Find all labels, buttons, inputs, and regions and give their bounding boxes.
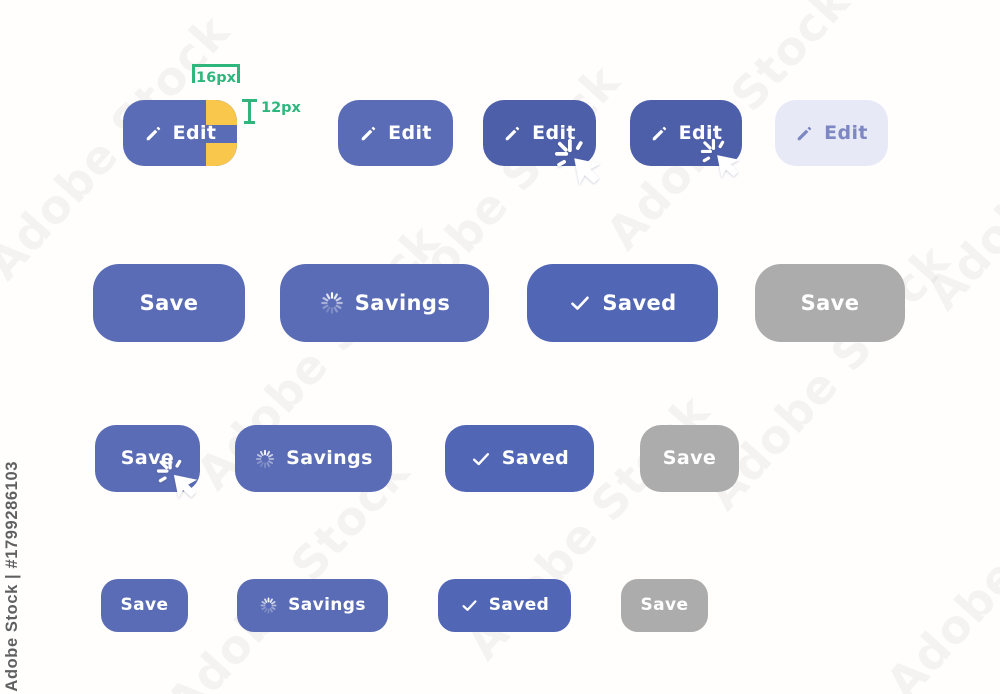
- pencil-icon: [795, 124, 814, 143]
- stock-id-watermark: Adobe Stock | #1799286103: [3, 461, 21, 692]
- padding-width-label: 16px: [196, 70, 236, 86]
- check-icon: [470, 448, 492, 470]
- padding-width-measure: 16px: [192, 64, 240, 86]
- pencil-icon: [650, 124, 669, 143]
- watermark-text: Adobe Stock: [915, 34, 1000, 320]
- button-label: Edit: [172, 121, 217, 144]
- button-label: Save: [662, 447, 717, 469]
- save-button-loading-lg[interactable]: Savings: [280, 264, 489, 342]
- button-label: Saved: [602, 290, 677, 315]
- padding-height-label: 12px: [261, 100, 301, 116]
- save-button-default-sm[interactable]: Save: [101, 579, 188, 632]
- spinner-icon: [319, 290, 345, 316]
- edit-button-spec[interactable]: Edit: [123, 100, 237, 166]
- button-label: Edit: [532, 121, 576, 144]
- edit-button-default[interactable]: Edit: [338, 100, 453, 166]
- button-label: Saved: [488, 595, 550, 615]
- button-label: Saved: [501, 447, 570, 469]
- save-button-success-lg[interactable]: Saved: [527, 264, 718, 342]
- spinner-icon: [259, 596, 278, 615]
- save-button-clicked-md[interactable]: Save: [95, 425, 200, 499]
- button-label: Save: [120, 595, 169, 615]
- check-icon: [460, 596, 479, 615]
- button-label: Save: [800, 290, 860, 315]
- save-button-default-lg[interactable]: Save: [93, 264, 245, 342]
- button-label: Edit: [678, 121, 723, 144]
- edit-button-clicked-alt[interactable]: Edit: [630, 100, 742, 178]
- button-label: Save: [640, 595, 689, 615]
- edit-button-disabled[interactable]: Edit: [775, 100, 888, 166]
- button-label: Save: [120, 447, 175, 469]
- check-icon: [568, 291, 592, 315]
- button-label: Savings: [288, 595, 366, 615]
- padding-height-measure: [242, 99, 257, 124]
- edit-button-clicked[interactable]: Edit: [483, 100, 601, 185]
- pencil-icon: [144, 124, 163, 143]
- save-button-disabled-md[interactable]: Save: [640, 425, 739, 492]
- button-label: Edit: [388, 121, 432, 144]
- button-label: Savings: [286, 447, 373, 469]
- spinner-icon: [254, 448, 276, 470]
- save-button-success-md[interactable]: Saved: [445, 425, 594, 492]
- save-button-success-sm[interactable]: Saved: [438, 579, 571, 632]
- click-cursor-icon: [700, 138, 740, 178]
- button-label: Save: [139, 290, 199, 315]
- watermark-text: Adobe Stock: [875, 424, 1000, 694]
- save-button-disabled-lg[interactable]: Save: [755, 264, 905, 342]
- click-cursor-icon: [555, 139, 601, 185]
- button-label: Edit: [824, 121, 868, 144]
- save-button-loading-sm[interactable]: Savings: [237, 579, 388, 632]
- pencil-icon: [359, 124, 378, 143]
- padding-highlight-bottom: [206, 143, 237, 166]
- button-label: Savings: [354, 290, 451, 315]
- save-button-loading-md[interactable]: Savings: [235, 425, 392, 492]
- save-button-disabled-sm[interactable]: Save: [621, 579, 708, 632]
- pencil-icon: [503, 124, 522, 143]
